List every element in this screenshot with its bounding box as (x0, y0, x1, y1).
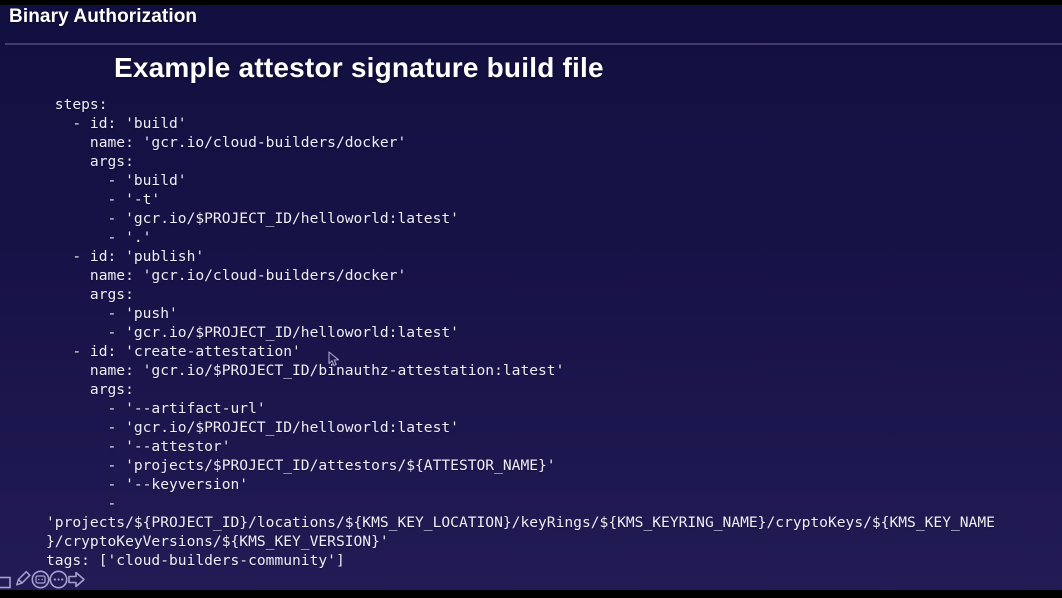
code-line: - '.' (46, 229, 152, 246)
code-line: name: 'gcr.io/$PROJECT_ID/binauthz-attes… (46, 362, 565, 379)
code-line: - 'gcr.io/$PROJECT_ID/helloworld:latest' (46, 324, 459, 341)
code-block: steps: - id: 'build' name: 'gcr.io/cloud… (46, 95, 995, 570)
header-divider (5, 43, 1062, 45)
code-line: - '--attestor' (46, 438, 231, 455)
code-line: - '-t' (46, 191, 161, 208)
code-line: - 'projects/$PROJECT_ID/attestors/${ATTE… (46, 457, 556, 474)
code-line: }/cryptoKeyVersions/${KMS_KEY_VERSION}' (46, 533, 389, 550)
code-line: - 'build' (46, 172, 187, 189)
code-line: - 'gcr.io/$PROJECT_ID/helloworld:latest' (46, 210, 459, 227)
more-options-icon[interactable] (49, 570, 68, 589)
code-line: args: (46, 153, 134, 170)
code-line: args: (46, 286, 134, 303)
code-line: 'projects/${PROJECT_ID}/locations/${KMS_… (46, 514, 995, 531)
mouse-cursor-icon (328, 351, 340, 368)
code-line: tags: ['cloud-builders-community'] (46, 552, 345, 569)
code-line: - '--artifact-url' (46, 400, 266, 417)
code-line: - 'gcr.io/$PROJECT_ID/helloworld:latest' (46, 419, 459, 436)
slide-tool-icon[interactable] (31, 570, 50, 589)
code-line: - '--keyversion' (46, 476, 249, 493)
page-title: Example attestor signature build file (114, 52, 604, 83)
rectangle-tool-icon[interactable] (0, 576, 12, 589)
code-line: - 'push' (46, 305, 178, 322)
code-line: args: (46, 381, 134, 398)
code-line: name: 'gcr.io/cloud-builders/docker' (46, 267, 407, 284)
pencil-tool-icon[interactable] (12, 570, 32, 589)
annotation-toolbar (0, 568, 90, 590)
code-line: - id: 'create-attestation' (46, 343, 301, 360)
code-line: - id: 'build' (46, 115, 187, 132)
slide-background: Binary Authorization Example attestor si… (0, 5, 1062, 590)
code-line: name: 'gcr.io/cloud-builders/docker' (46, 134, 407, 151)
code-line: - id: 'publish' (46, 248, 205, 265)
code-line: - (46, 495, 117, 512)
next-arrow-icon[interactable] (67, 570, 86, 589)
slide-kicker: Binary Authorization (9, 6, 198, 27)
code-line: steps: (46, 96, 108, 113)
